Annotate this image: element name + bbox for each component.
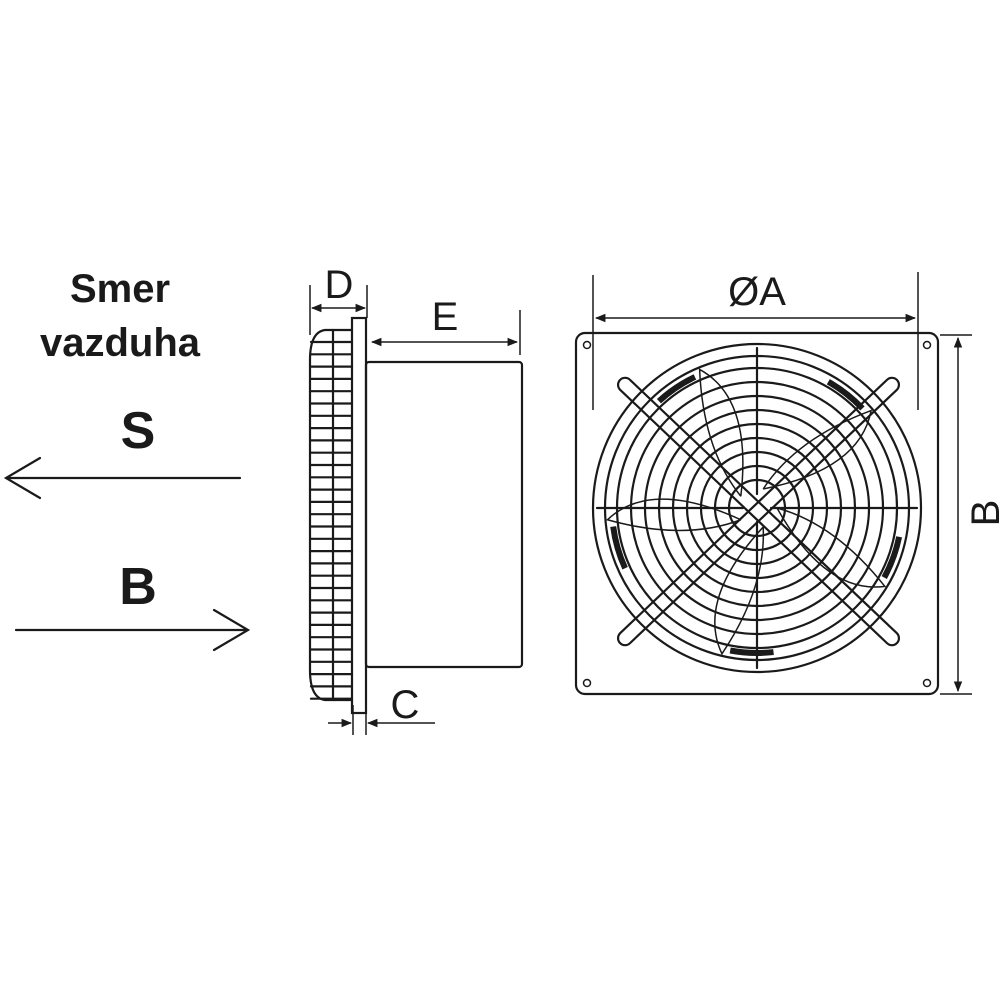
airflow-title-line1: Smer bbox=[70, 267, 170, 311]
fan-blade bbox=[605, 498, 742, 532]
dim-b-label: B bbox=[964, 500, 1000, 527]
dim-c-label: C bbox=[391, 683, 420, 727]
mounting-hole bbox=[582, 340, 592, 350]
fan-guard bbox=[591, 342, 923, 674]
mounting-hole bbox=[922, 678, 932, 688]
blade-tip bbox=[610, 526, 628, 570]
support-strap bbox=[616, 376, 901, 647]
fan-blade bbox=[714, 526, 765, 656]
motor-housing bbox=[364, 360, 524, 669]
support-strap bbox=[616, 376, 901, 647]
suction-label: S bbox=[121, 402, 156, 460]
side-view: D E C bbox=[308, 263, 524, 735]
fan-blade bbox=[776, 507, 887, 588]
mounting-plate bbox=[350, 316, 368, 715]
guard-outer-ring bbox=[591, 342, 923, 674]
airflow-legend: Smer vazduha S B bbox=[3, 267, 251, 652]
dim-d-label: D bbox=[325, 263, 354, 307]
mounting-hole bbox=[582, 678, 592, 688]
blow-arrow-right-icon bbox=[14, 608, 251, 652]
dim-e-label: E bbox=[432, 295, 459, 339]
mounting-hole bbox=[922, 340, 932, 350]
fan-blade bbox=[698, 368, 744, 497]
grille-bars bbox=[309, 340, 354, 700]
blade-tip bbox=[656, 374, 697, 404]
blow-label: B bbox=[119, 558, 157, 616]
suction-arrow-left-icon bbox=[3, 456, 242, 500]
airflow-title-line2: vazduha bbox=[40, 321, 201, 365]
front-view: ØA B bbox=[574, 270, 1000, 696]
blade-tip bbox=[729, 647, 774, 656]
mounting-holes bbox=[582, 340, 932, 688]
fan-blade bbox=[762, 409, 873, 490]
dim-a-label: ØA bbox=[728, 270, 786, 314]
front-plate bbox=[574, 331, 940, 696]
blade-tip bbox=[826, 379, 865, 411]
blade-tip bbox=[881, 536, 903, 579]
